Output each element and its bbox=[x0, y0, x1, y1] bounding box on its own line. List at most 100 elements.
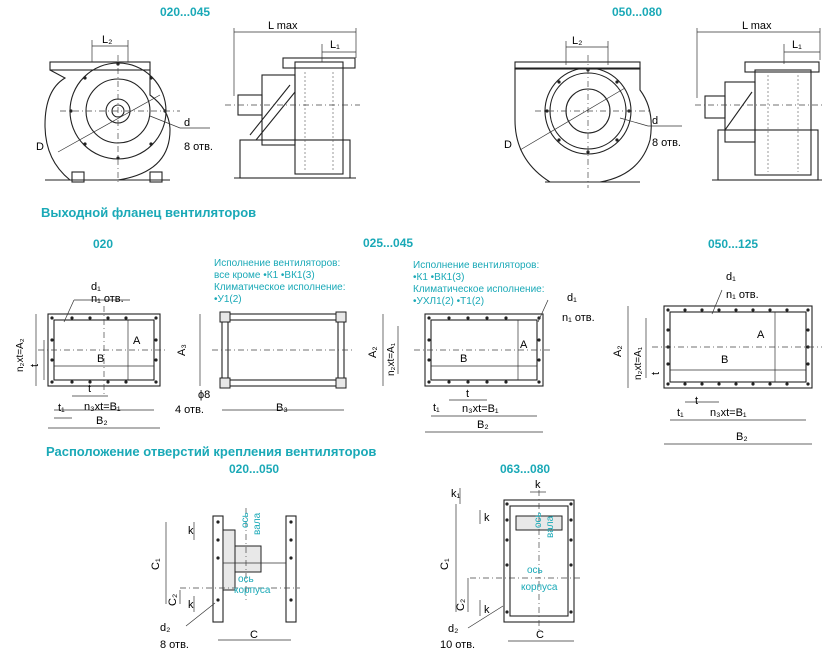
dim-c2-m2: C₂ bbox=[455, 599, 467, 611]
size-range-label-left: 020...045 bbox=[160, 5, 210, 19]
outlet-variant-label-020: 020 bbox=[93, 237, 113, 251]
dim-l1-left: L₁ bbox=[330, 39, 340, 51]
dim-c2-m1: C₂ bbox=[167, 594, 179, 606]
dim-t-025: t bbox=[466, 388, 469, 400]
dim-n3t-b1-050: n₃xt=B₁ bbox=[710, 407, 747, 419]
dim-d2-m1: d₂ bbox=[160, 622, 170, 634]
axis-shaft-label-m2-2: вала bbox=[545, 515, 556, 538]
holes-n1-020: n₁ отв. bbox=[91, 293, 124, 305]
flange-025-045-variant-a: A₃ ϕ8 4 отв. B₃ bbox=[175, 311, 354, 416]
dim-b3: B₃ bbox=[276, 402, 288, 414]
axis-shaft-label-m2-1: ось bbox=[533, 512, 544, 528]
dim-k-top-m1: k bbox=[188, 525, 194, 537]
size-range-label-right: 050...080 bbox=[612, 5, 662, 19]
dim-a2-050: A₂ bbox=[612, 345, 624, 357]
note-a-line2: все кроме •К1 •ВК1(3) bbox=[214, 270, 315, 281]
outlet-variant-label-050-125: 050...125 bbox=[708, 237, 758, 251]
dim-n2t-a1-025: n₂xt=A₁ bbox=[386, 342, 397, 376]
outlet-variant-label-025-045: 025...045 bbox=[363, 236, 413, 250]
axis-shaft-label-m1-2: вала bbox=[252, 512, 263, 535]
dim-t-vert-020: t bbox=[29, 364, 41, 367]
dim-a2-025: A₂ bbox=[367, 346, 379, 358]
flange-020: d₁ n₁ отв. A B n₂xt=A₂ t t t₁ n₃xt=B₁ B₂ bbox=[15, 281, 168, 429]
dim-n2t-a1-050: n₂xt=A₁ bbox=[633, 346, 644, 380]
note-b-line2: •К1 •ВК1(3) bbox=[413, 272, 464, 283]
holes-10-m2: 10 отв. bbox=[440, 639, 475, 651]
mount-plan-020-050: C₁ C₂ k k C d₂ 8 отв. ось вала ось корпу… bbox=[150, 508, 300, 651]
dim-b-020: B bbox=[97, 353, 104, 365]
note-b-line1: Исполнение вентиляторов: bbox=[413, 260, 539, 271]
flange-025-045-variant-b: d₁ n₁ отв. A B A₂ n₂xt=A₁ t t₁ n₃xt=B₁ B… bbox=[367, 292, 595, 433]
fan-front-view-small: L₂ D d 8 отв. bbox=[36, 34, 213, 185]
holes-count-left: 8 отв. bbox=[184, 141, 213, 153]
dim-b2-025: B₂ bbox=[477, 419, 489, 431]
dim-d-big-right: D bbox=[504, 139, 512, 151]
dim-k-top-m2: k bbox=[484, 512, 490, 524]
dim-b-025: B bbox=[460, 353, 467, 365]
axis-body-label-m2-1: ось bbox=[527, 565, 543, 576]
dim-b2-020: B₂ bbox=[96, 415, 108, 427]
flange-050-125: d₁ n₁ отв. A B A₂ n₂xt=A₁ t t t₁ n₃xt=B₁… bbox=[612, 271, 822, 445]
note-b-line4: •УХЛ1(2) •Т1(2) bbox=[413, 296, 484, 307]
note-a-line3: Климатическое исполнение: bbox=[214, 282, 346, 293]
dim-b2-050: B₂ bbox=[736, 431, 748, 443]
dim-d-small-right: d bbox=[652, 115, 658, 127]
dim-l1-right: L₁ bbox=[792, 39, 802, 51]
holes-4-count: 4 отв. bbox=[175, 404, 204, 416]
mount-variant-label-063-080: 063...080 bbox=[500, 462, 550, 476]
holes-n1-050: n₁ отв. bbox=[726, 289, 759, 301]
dim-t1-050: t₁ bbox=[677, 407, 684, 419]
section-title-outlet-flange: Выходной фланец вентиляторов bbox=[41, 205, 256, 220]
dim-t-vert-050: t bbox=[650, 372, 662, 375]
dim-d-small-left: d bbox=[184, 117, 190, 129]
dim-l2-left: L₂ bbox=[102, 34, 112, 46]
axis-shaft-label-m1-1: ось bbox=[240, 512, 251, 528]
dim-d-big-left: D bbox=[36, 141, 44, 153]
section-title-mounting-holes: Расположение отверстий крепления вентиля… bbox=[46, 444, 376, 459]
dim-a3: A₃ bbox=[176, 344, 188, 356]
dim-c1-m1: C₁ bbox=[150, 558, 162, 570]
axis-body-label-m2-2: корпуса bbox=[521, 582, 558, 593]
axis-body-label-m1-2: корпуса bbox=[234, 585, 271, 596]
dim-d1-020: d₁ bbox=[91, 281, 101, 293]
dim-d1-025: d₁ bbox=[567, 292, 577, 304]
dim-t-020: t bbox=[88, 383, 91, 395]
dim-k-width-m2: k bbox=[535, 479, 541, 491]
holes-n1-025: n₁ отв. bbox=[562, 312, 595, 324]
dim-d1-050: d₁ bbox=[726, 271, 736, 283]
dim-b-050: B bbox=[721, 354, 728, 366]
dim-n2t-a2-020: n₂xt=A₂ bbox=[15, 338, 26, 372]
fan-side-view-large: L max L₁ bbox=[695, 20, 825, 181]
dim-c-m2: C bbox=[536, 629, 544, 641]
dim-k1-m2: k₁ bbox=[451, 488, 461, 500]
dim-n3t-b1-025: n₃xt=B₁ bbox=[462, 403, 499, 415]
dim-a-020: A bbox=[133, 335, 141, 347]
dim-k-bottom-m2: k bbox=[484, 604, 490, 616]
note-a-line1: Исполнение вентиляторов: bbox=[214, 258, 340, 269]
dim-lmax-left: L max bbox=[268, 20, 298, 32]
dim-t-050: t bbox=[695, 395, 698, 407]
dim-lmax-right: L max bbox=[742, 20, 772, 32]
dim-k-bottom-m1: k bbox=[188, 599, 194, 611]
mount-variant-label-020-050: 020...050 bbox=[229, 462, 279, 476]
holes-8-m1: 8 отв. bbox=[160, 639, 189, 651]
mount-plan-063-080: C₁ C₂ k₁ k k k C d₂ 10 отв. ось вала ось… bbox=[439, 479, 580, 651]
dim-c1-m2: C₁ bbox=[439, 558, 451, 570]
axis-body-label-m1-1: ось bbox=[238, 574, 254, 585]
dim-t1-020: t₁ bbox=[58, 402, 65, 414]
fan-side-view-small: L max L₁ bbox=[225, 20, 360, 179]
dim-a-050: A bbox=[757, 329, 765, 341]
dim-t1-025: t₁ bbox=[433, 402, 440, 414]
fan-front-view-large: L₂ D d 8 отв. bbox=[504, 35, 682, 188]
dim-c-m1: C bbox=[250, 629, 258, 641]
dim-l2-right: L₂ bbox=[572, 35, 582, 47]
holes-count-right: 8 отв. bbox=[652, 137, 681, 149]
dim-n3t-b1-020: n₃xt=B₁ bbox=[84, 401, 121, 413]
dim-phi8: ϕ8 bbox=[198, 389, 210, 401]
note-a-line4: •У1(2) bbox=[214, 294, 242, 305]
dim-d2-m2: d₂ bbox=[448, 623, 458, 635]
dim-a-025: A bbox=[520, 339, 528, 351]
note-b-line3: Климатическое исполнение: bbox=[413, 284, 545, 295]
